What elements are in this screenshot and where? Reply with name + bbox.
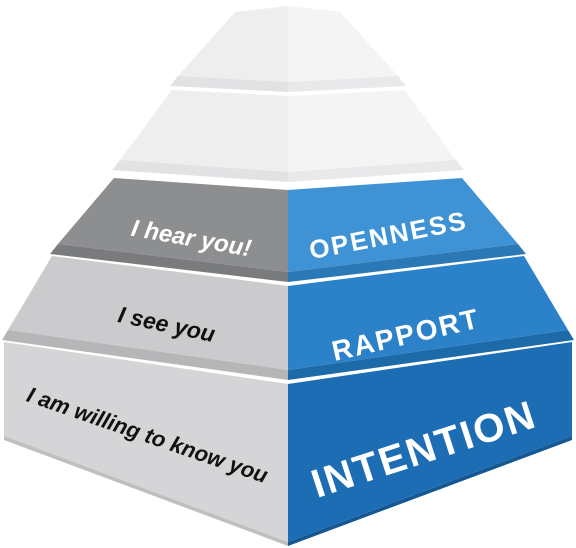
tier-top-left-edge <box>170 76 288 92</box>
tier-second-right-face <box>288 90 456 172</box>
tier-hear-face <box>58 178 288 272</box>
tier-second-right-edge <box>288 160 464 182</box>
tier-hear-edge <box>50 244 288 282</box>
tier-see-face <box>8 256 288 370</box>
tier-openness-edge <box>288 244 526 282</box>
tier-see-edge <box>2 330 288 380</box>
tier-intention-face <box>288 342 572 542</box>
tier-second-left-face <box>120 90 288 172</box>
tier-know-edge <box>4 436 288 546</box>
tier-second-left-edge <box>112 160 288 182</box>
tier-rapport-edge <box>288 330 574 380</box>
tier-rapport-face <box>288 256 568 370</box>
tier-know-face <box>4 342 288 542</box>
tier-top-right-face <box>288 6 398 82</box>
tier-top-left-face <box>178 6 288 82</box>
tier-openness-face <box>288 178 518 272</box>
tier-top-right-edge <box>288 76 406 92</box>
tier-intention-edge <box>288 436 572 546</box>
